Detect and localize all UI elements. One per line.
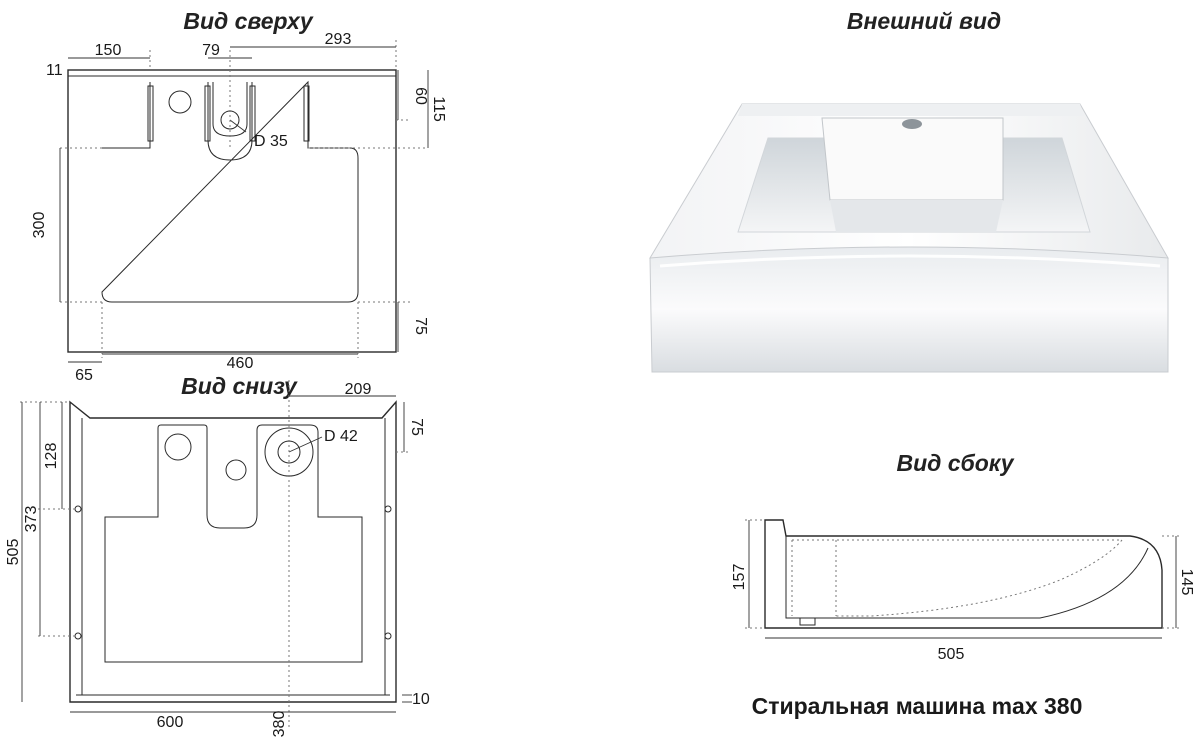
- overflow-hole-icon: [164, 433, 192, 461]
- sink-render-image: [649, 103, 1169, 373]
- dim-label: 60: [412, 87, 429, 105]
- dim-label: 145: [1178, 569, 1195, 596]
- dim-label: 75: [408, 418, 425, 436]
- hole-diameter-label: D 42: [324, 428, 358, 445]
- dim-label: 300: [31, 212, 48, 239]
- dim-label: 373: [23, 506, 40, 533]
- dim-label: 505: [938, 646, 965, 663]
- dim-label: 11: [46, 62, 63, 79]
- dim-label: 75: [412, 317, 429, 335]
- side-view-outline: [764, 519, 1163, 629]
- side-view-drawing: [745, 519, 1180, 639]
- top-view-outline: [67, 69, 397, 353]
- dim-label: 157: [731, 564, 748, 591]
- dim-label: 209: [345, 381, 372, 398]
- top-view-heading: Вид сверху: [183, 8, 313, 34]
- dim-label: 460: [227, 355, 254, 372]
- faucet-hole-icon: [902, 119, 922, 129]
- top-view-drawing: [59, 40, 429, 363]
- screw-icon: [384, 632, 392, 640]
- washing-machine-note: Стиральная машина max 380: [752, 693, 1083, 719]
- dim-label: 115: [430, 96, 447, 122]
- dim-label: 150: [95, 42, 122, 59]
- bottom-view-heading: Вид снизу: [181, 373, 298, 399]
- dim-label: 128: [43, 443, 60, 470]
- mount-hole-icon: [225, 459, 247, 481]
- dim-label: 79: [202, 42, 220, 59]
- external-view-heading: Внешний вид: [847, 8, 1001, 34]
- dim-label: 505: [5, 539, 22, 566]
- dim-label: 65: [75, 367, 93, 384]
- screw-icon: [384, 505, 392, 513]
- bottom-view-outline: [69, 400, 397, 703]
- dim-label: 10: [412, 691, 430, 708]
- dim-label: 600: [157, 714, 184, 731]
- side-view-heading: Вид сбоку: [896, 450, 1014, 476]
- overflow-hole-icon: [168, 90, 192, 114]
- dim-label: 380: [271, 711, 288, 738]
- bottom-view-drawing: [20, 380, 412, 730]
- dim-label: 293: [325, 31, 352, 48]
- hole-diameter-label: D 35: [254, 133, 288, 150]
